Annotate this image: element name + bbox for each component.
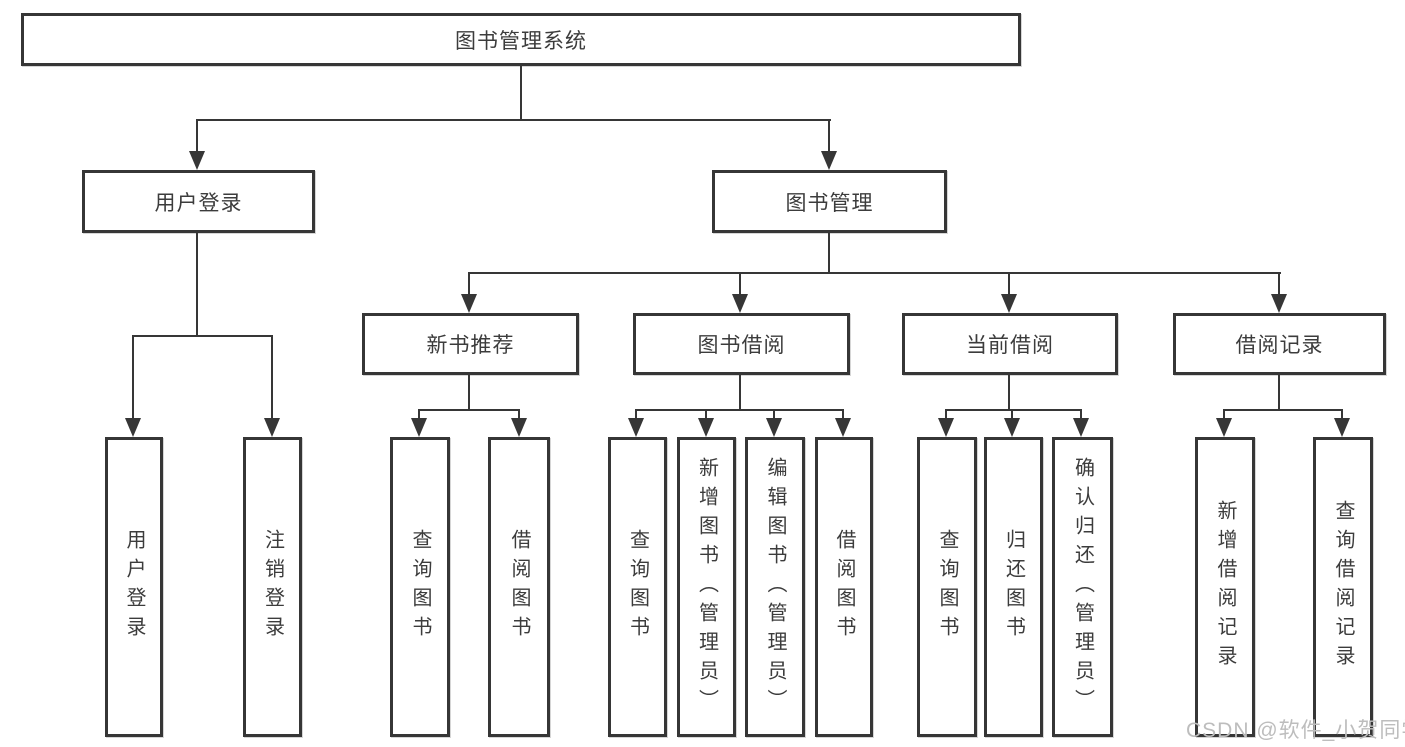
node-user-login: 用户登录	[82, 170, 315, 233]
node-label: 归还图书	[1002, 529, 1025, 645]
connector-arrowhead	[835, 418, 851, 437]
connector-arrowhead	[461, 294, 477, 313]
connector-root-stem	[520, 66, 522, 120]
connector-arrowhead	[1004, 418, 1020, 437]
node-book-borrow: 图书借阅	[633, 313, 850, 375]
node-label: 查询借阅记录	[1332, 500, 1354, 674]
node-library-management-system: 图书管理系统	[21, 13, 1021, 66]
connector-line	[418, 409, 420, 421]
node-label: 用户登录	[154, 191, 243, 215]
connector-hline	[1223, 409, 1343, 411]
csdn-watermark: CSDN @软件_小贺同学	[1186, 719, 1405, 742]
leaf-query-books-current: 查询图书	[917, 437, 977, 737]
connector-arrowhead	[698, 418, 714, 437]
leaf-return-books: 归还图书	[984, 437, 1043, 737]
connector-hline	[945, 409, 1082, 411]
connector-line	[842, 409, 844, 421]
connector-hline	[418, 409, 520, 411]
leaf-query-borrow-record: 查询借阅记录	[1313, 437, 1373, 737]
node-label: 新增图书（管理员）	[695, 456, 718, 718]
connector-arrowhead	[125, 418, 141, 437]
connector-line	[705, 409, 707, 421]
connector-book-mgmt-stem	[828, 233, 830, 273]
node-label: 新增借阅记录	[1214, 500, 1236, 674]
connector-arrowhead	[511, 418, 527, 437]
connector-user-login-hline	[132, 335, 273, 337]
connector-line	[1008, 272, 1010, 296]
node-current-borrow: 当前借阅	[902, 313, 1118, 375]
connector-line	[271, 335, 273, 420]
node-label: 用户登录	[123, 529, 145, 645]
connector-line	[773, 409, 775, 421]
connector-level2-hline	[196, 119, 831, 121]
node-label: 查询图书	[626, 529, 649, 645]
connector-arrowhead	[1271, 294, 1287, 313]
leaf-add-borrow-record: 新增借阅记录	[1195, 437, 1255, 737]
leaf-user-login: 用户登录	[105, 437, 163, 737]
node-label: 编辑图书（管理员）	[764, 456, 786, 718]
connector-arrowhead	[732, 294, 748, 313]
node-label: 图书借阅	[697, 334, 786, 357]
connector-arrowhead	[1216, 418, 1232, 437]
connector-line	[468, 272, 470, 296]
connector-line	[945, 409, 947, 421]
connector-line	[739, 272, 741, 296]
leaf-logout: 注销登录	[243, 437, 302, 737]
connector-stem	[739, 375, 741, 411]
node-label: 当前借阅	[966, 334, 1054, 357]
connector-stem	[1278, 375, 1280, 411]
node-label: 借阅图书	[508, 529, 530, 645]
connector-arrowhead	[628, 418, 644, 437]
connector-arrowhead	[821, 151, 837, 170]
node-label: 图书管理	[785, 191, 874, 215]
node-book-management: 图书管理	[712, 170, 947, 233]
node-label: 借阅图书	[833, 529, 855, 645]
connector-user-login-stem	[196, 233, 198, 337]
connector-arrowhead	[1001, 294, 1017, 313]
connector-line	[518, 409, 520, 421]
connector-line	[1223, 409, 1225, 421]
connector-line	[1080, 409, 1082, 421]
leaf-query-books-recommend: 查询图书	[390, 437, 450, 737]
connector-line	[132, 335, 134, 420]
connector-arrowhead	[1334, 418, 1350, 437]
connector-arrowhead	[189, 151, 205, 170]
node-label: 查询图书	[936, 529, 958, 645]
leaf-borrow-books: 借阅图书	[815, 437, 873, 737]
node-label: 新书推荐	[426, 334, 515, 357]
connector-line	[1011, 409, 1013, 421]
connector-stem	[468, 375, 470, 411]
connector-stem	[1008, 375, 1010, 411]
leaf-add-book-admin: 新增图书（管理员）	[677, 437, 736, 737]
node-label: 借阅记录	[1235, 334, 1324, 357]
node-new-book-recommend: 新书推荐	[362, 313, 579, 375]
node-label: 确认归还（管理员）	[1071, 456, 1094, 718]
connector-line	[828, 119, 830, 153]
leaf-borrow-books-recommend: 借阅图书	[488, 437, 550, 737]
connector-arrowhead	[411, 418, 427, 437]
connector-line	[635, 409, 637, 421]
leaf-confirm-return-admin: 确认归还（管理员）	[1052, 437, 1113, 737]
node-borrow-records: 借阅记录	[1173, 313, 1386, 375]
connector-line	[196, 119, 198, 153]
connector-arrowhead	[766, 418, 782, 437]
node-label: 图书管理系统	[455, 29, 587, 53]
leaf-query-books-borrow: 查询图书	[608, 437, 667, 737]
connector-level3-hline	[468, 272, 1281, 274]
connector-arrowhead	[1073, 418, 1089, 437]
connector-arrowhead	[938, 418, 954, 437]
connector-line	[1278, 272, 1280, 296]
node-label: 注销登录	[261, 529, 284, 645]
leaf-edit-book-admin: 编辑图书（管理员）	[745, 437, 805, 737]
connector-arrowhead	[264, 418, 280, 437]
connector-hline	[635, 409, 844, 411]
node-label: 查询图书	[409, 529, 431, 645]
connector-line	[1341, 409, 1343, 421]
